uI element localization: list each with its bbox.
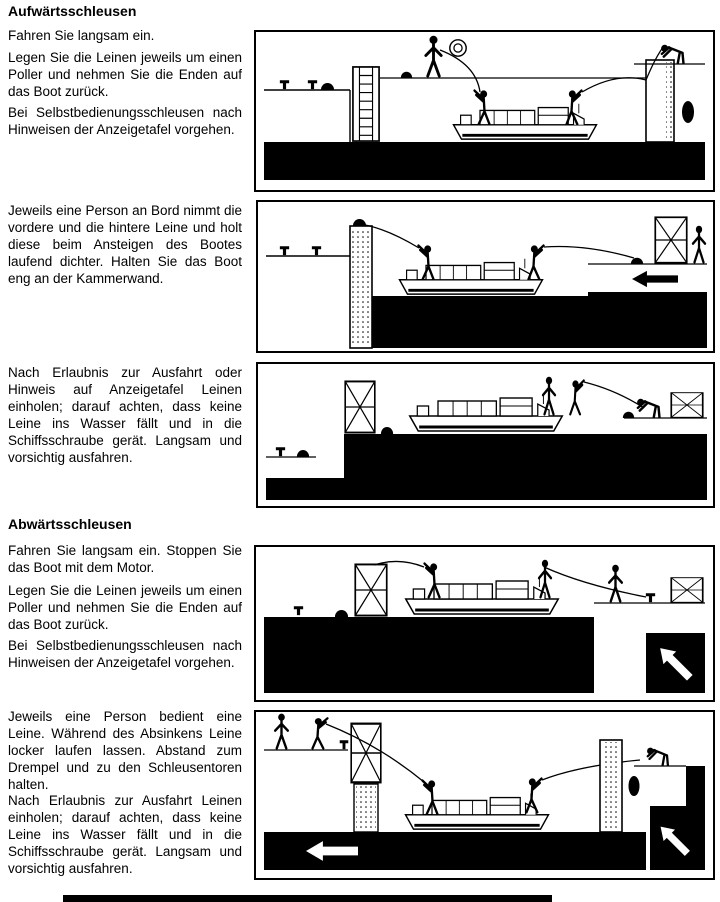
gate-roller-icon <box>628 776 640 796</box>
paragraph-up-1: Fahren Sie langsam ein. <box>8 28 155 43</box>
rope-line <box>543 566 647 598</box>
gate-frame-icon <box>654 216 688 264</box>
gate-frame-icon <box>350 722 382 784</box>
water-ground-area <box>266 434 707 500</box>
lock-chamber-illustration <box>254 710 715 880</box>
paragraph-up-2: Legen Sie die Leinen jeweils um einen Po… <box>8 50 242 99</box>
paragraph-down-4: Jeweils eine Person bedient eine Leine. … <box>8 709 242 792</box>
gate-texture <box>356 786 376 830</box>
rope-line <box>541 759 641 781</box>
figure-downstream-descending <box>254 710 715 880</box>
section-title-aufwaertsschleusen: Aufwärtsschleusen <box>8 3 137 19</box>
gate-frame-icon <box>670 392 704 418</box>
paragraph-down-2: Legen Sie die Leinen jeweils um einen Po… <box>8 583 242 632</box>
gate-roller-icon <box>682 101 694 123</box>
gate-frame-icon <box>354 563 388 617</box>
gate-texture <box>602 742 620 830</box>
ladder-icon <box>352 66 380 142</box>
rope-line <box>325 723 425 783</box>
rope-line <box>439 49 481 93</box>
paragraph-up-3: Bei Selbstbedienungsschleusen nach Hinwe… <box>8 105 242 137</box>
paragraph-down-1: Fahren Sie langsam ein. Stoppen Sie das … <box>8 543 242 575</box>
water-ground-area <box>264 617 594 693</box>
quay-wall-edge <box>264 89 351 142</box>
section-title-abwaertsschleusen: Abwärtsschleusen <box>8 516 132 532</box>
paragraph-up-5: Nach Erlaubnis zur Ausfahrt oder Hinweis… <box>8 365 242 465</box>
lower-chamber-area <box>650 766 705 870</box>
cut-off-figure-edge <box>63 895 552 902</box>
lock-chamber-illustration <box>256 200 715 353</box>
paragraph-down-3: Bei Selbstbedienungsschleusen nach Hinwe… <box>8 638 242 670</box>
gate-texture <box>352 228 370 346</box>
gate-frame-icon <box>344 380 376 434</box>
lock-chamber-illustration <box>254 30 715 192</box>
rope-line <box>583 381 645 409</box>
rope-line <box>543 245 635 259</box>
rope-line <box>581 77 647 93</box>
paragraph-up-4: Jeweils eine Person an Bord nimmt die vo… <box>8 203 242 286</box>
figure-upstream-rising <box>256 200 715 353</box>
figure-downstream-entry <box>254 545 715 702</box>
gate-texture <box>666 62 673 140</box>
figure-upstream-entry <box>254 30 715 192</box>
gate-frame-icon <box>670 577 704 603</box>
rope-line <box>359 223 420 249</box>
figure-upstream-exit <box>256 362 715 508</box>
lock-chamber-illustration <box>254 545 715 702</box>
rope-line <box>373 560 425 568</box>
water-ground-area <box>264 142 705 180</box>
lock-chamber-illustration <box>256 362 715 508</box>
rope-line <box>645 45 665 81</box>
ground-area <box>588 292 707 348</box>
paragraph-down-5: Nach Erlaubnis zur Ausfahrt Leinen einho… <box>8 793 242 876</box>
